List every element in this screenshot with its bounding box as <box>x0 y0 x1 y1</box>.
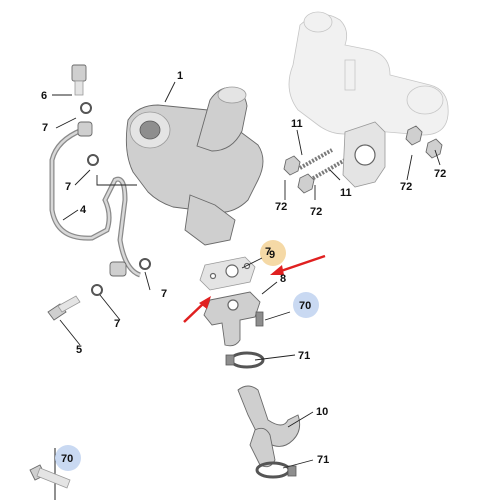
callout-7-c: 7 <box>161 288 167 300</box>
nuts-72 <box>283 125 443 194</box>
gasket-9 <box>199 256 256 291</box>
highlight-9 <box>260 240 286 266</box>
callout-6: 6 <box>41 90 47 102</box>
callout-71-lower: 71 <box>317 454 329 466</box>
highlight-70-right <box>293 292 319 318</box>
ghost-turbocharger <box>288 11 449 136</box>
callout-72-b: 72 <box>310 206 322 218</box>
adapter-8 <box>203 291 261 347</box>
bolt-6 <box>71 64 87 96</box>
callout-9: 9 <box>269 249 275 261</box>
studs-11 <box>299 148 346 182</box>
callout-4: 4 <box>80 204 87 216</box>
manifold-flange <box>342 121 386 188</box>
leader-lines <box>52 81 441 469</box>
callout-7-d: 7 <box>114 318 120 330</box>
oil-pipe-4 <box>49 121 142 278</box>
clamp-71-upper <box>225 351 265 369</box>
callout-8: 8 <box>280 273 286 285</box>
bolt-70-small <box>255 311 264 327</box>
callout-72-a: 72 <box>275 201 287 213</box>
turbocharger <box>125 86 264 246</box>
highlight-70-inset <box>55 445 81 471</box>
callout-71-upper: 71 <box>298 350 310 362</box>
bolt-70-inset <box>29 448 71 500</box>
callout-5: 5 <box>76 344 82 356</box>
callout-70-inset: 70 <box>61 453 73 465</box>
callout-11-a: 11 <box>291 118 303 130</box>
callout-72-d: 72 <box>434 168 446 180</box>
outlet-pipe-10 <box>237 385 301 468</box>
callout-7-b: 7 <box>65 181 71 193</box>
callout-7-a: 7 <box>42 122 48 134</box>
callout-11-b: 11 <box>340 187 352 199</box>
callout-7-e: 7 <box>265 246 271 258</box>
bolt-5 <box>47 295 81 321</box>
callout-1: 1 <box>177 70 183 82</box>
callout-70-right: 70 <box>299 300 311 312</box>
callout-72-c: 72 <box>400 181 412 193</box>
red-arrow-right <box>270 254 326 275</box>
callout-10: 10 <box>316 406 328 418</box>
red-arrow-left <box>183 296 211 323</box>
washers-7 <box>80 102 151 296</box>
clamp-71-lower <box>255 461 297 479</box>
